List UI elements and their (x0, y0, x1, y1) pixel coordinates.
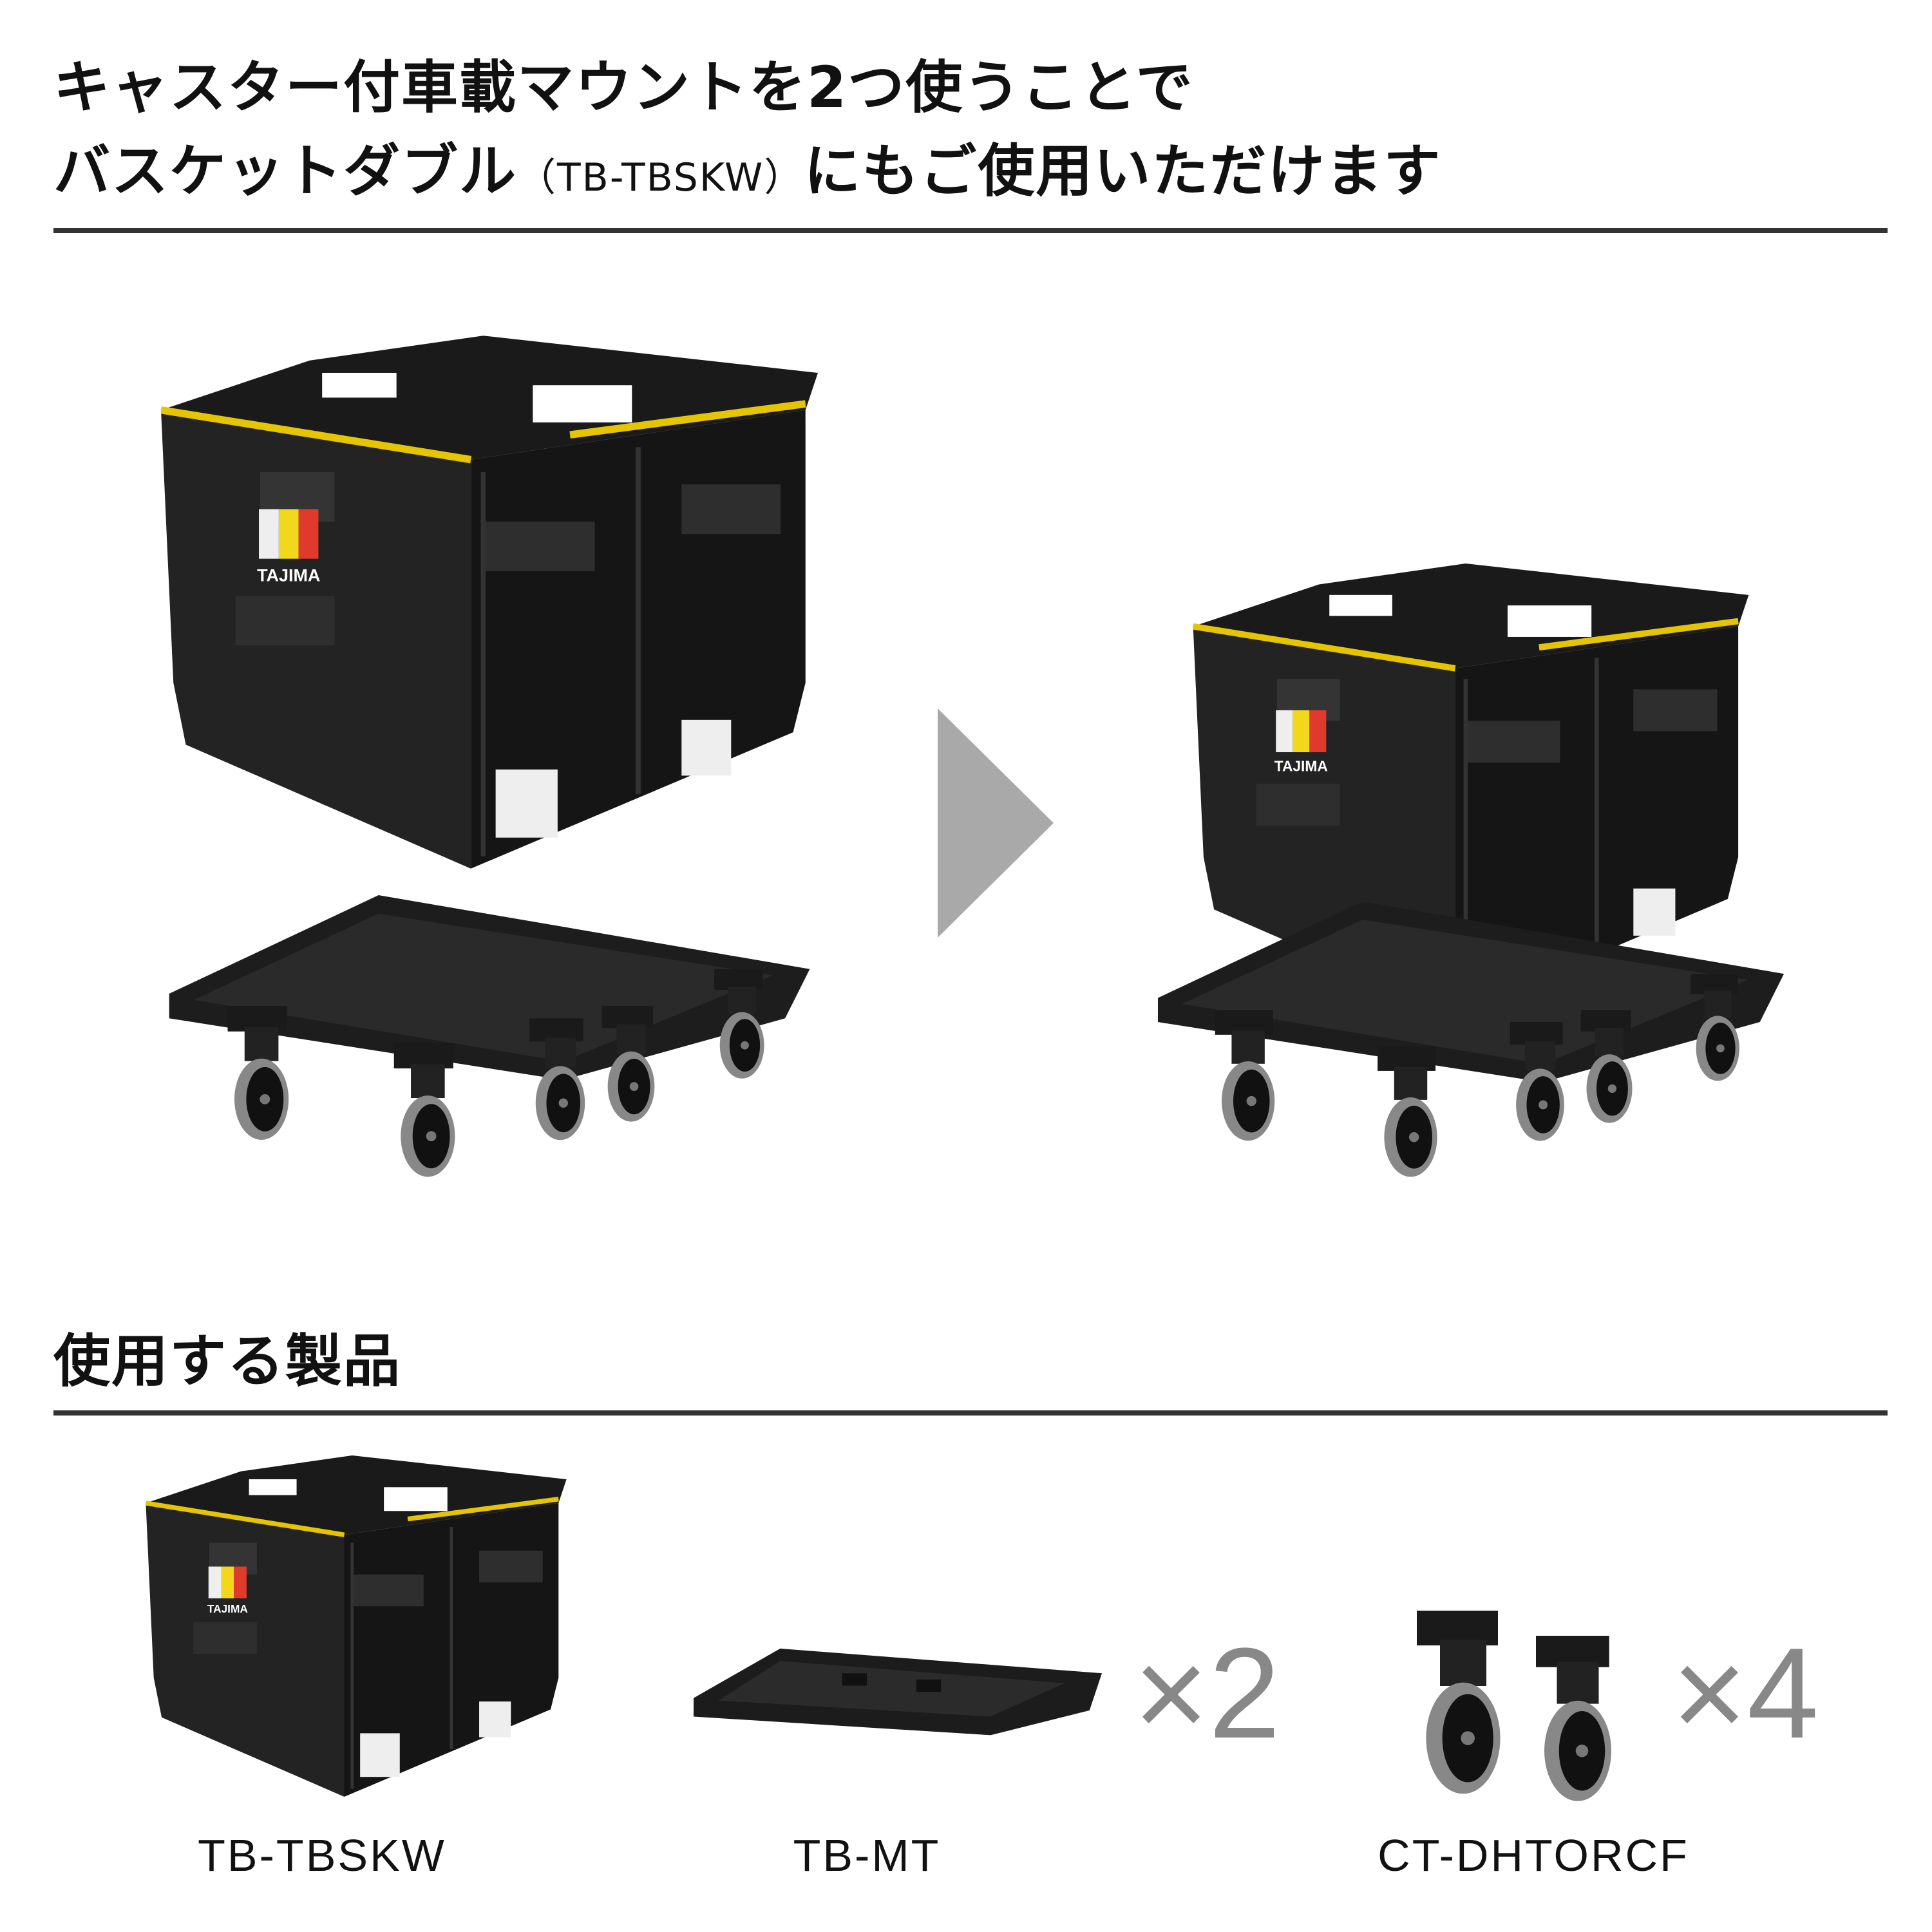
triangle-right-arrow-icon (938, 708, 1054, 938)
product-image-tb-mt (694, 1636, 1102, 1736)
product-image-caster-1 (1405, 1610, 1521, 1797)
caster-mount-image (167, 895, 811, 1179)
product-image-caster-2 (1520, 1636, 1636, 1803)
brand-logo-text: TAJIMA (1274, 757, 1328, 774)
product-label-ct-dhtorcf: CT-DHTORCF (1378, 1830, 1689, 1880)
header-divider (53, 228, 1888, 233)
quantity-ct-dhtorcf: ×4 (1672, 1622, 1819, 1765)
headline-model-code: （TB-TBSKW） (517, 155, 804, 200)
product-label-tb-mt: TB-MT (793, 1830, 941, 1880)
brand-logo-text: TAJIMA (207, 1602, 248, 1615)
products-heading: 使用する製品 (53, 1328, 402, 1394)
headline-line-2: バスケットダブル（TB-TBSKW）にもご使用いただけます (53, 143, 1441, 200)
product-image-tb-tbskw: TAJIMA (137, 1455, 576, 1797)
headline-suffix: にもご使用いただけます (804, 138, 1442, 204)
combined-cart-image (1139, 902, 1803, 1179)
headline-product-name: バスケットダブル (53, 138, 518, 204)
quantity-tb-mt: ×2 (1133, 1622, 1281, 1765)
headline-line-1: キャスター付車載マウントを2つ使うことで (53, 54, 1194, 120)
product-label-tb-tbskw: TB-TBSKW (198, 1830, 446, 1880)
brand-logo-text: TAJIMA (257, 565, 320, 585)
basket-double-image: TAJIMA (161, 335, 818, 869)
combined-crate-image: TAJIMA (1139, 564, 1803, 1014)
products-divider (53, 1410, 1888, 1416)
